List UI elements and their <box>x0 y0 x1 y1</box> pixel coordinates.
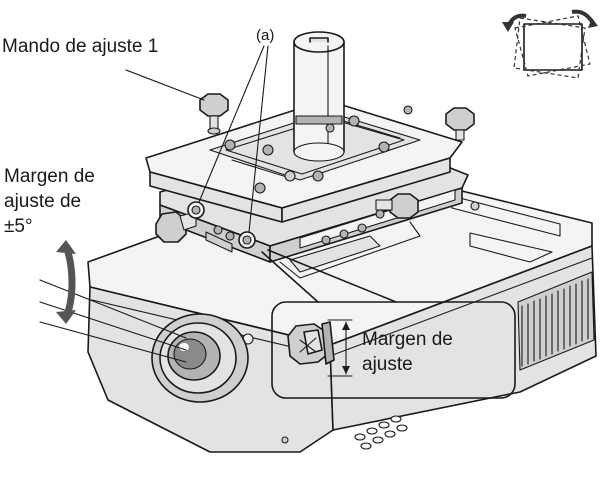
control-buttons <box>354 415 408 450</box>
projector-lens <box>151 313 249 403</box>
screw-a-right <box>238 231 256 249</box>
detail-label-line2: ajuste <box>362 354 413 375</box>
margin-label-line1: Margen de <box>4 166 95 187</box>
margin-label-line2: ajuste de <box>4 191 81 212</box>
detail-callout: Margen de ajuste <box>261 249 516 399</box>
detail-label-line1: Margen de <box>362 329 453 350</box>
detail-knob-icon <box>287 321 335 365</box>
adjustment-knob-1 <box>199 93 229 135</box>
vent-grille <box>517 271 595 371</box>
margin-label-line3: ±5° <box>4 216 33 237</box>
projection-beam-lines <box>39 279 187 363</box>
rotation-icon <box>502 9 598 79</box>
adjustment-knob-side <box>375 193 419 219</box>
knob-leader-line <box>125 69 205 101</box>
tilt-range-arrow <box>56 240 76 324</box>
screw-row <box>205 225 235 253</box>
callout-a: (a) <box>198 27 274 233</box>
knob-label: Mando de ajuste 1 <box>2 36 158 57</box>
screw-a-left <box>187 201 205 219</box>
adjustment-knob-right-top <box>445 107 475 141</box>
callout-a-label: (a) <box>256 27 274 44</box>
mount-pole <box>293 31 345 162</box>
